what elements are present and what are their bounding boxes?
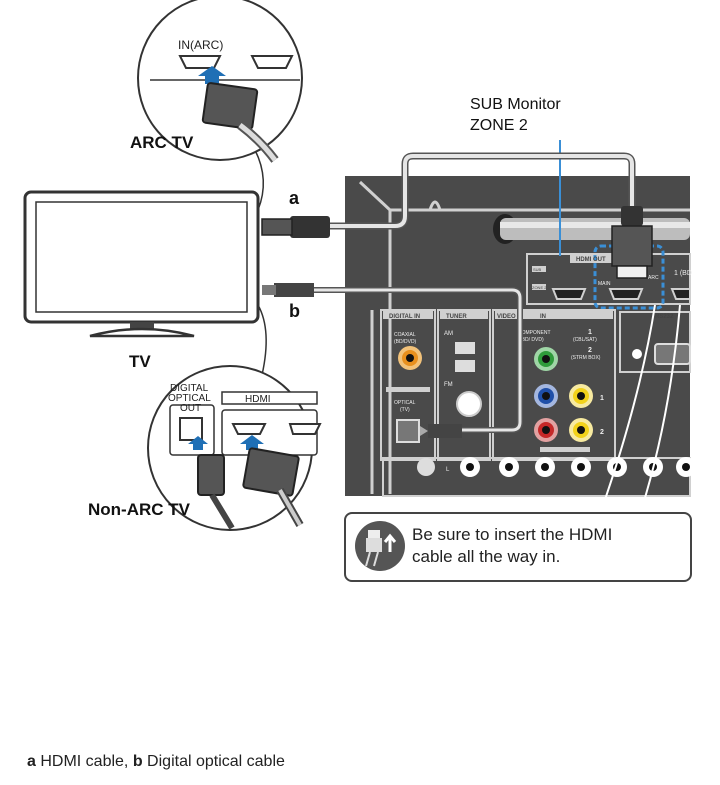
label-am: AM <box>444 331 453 337</box>
label-input-2: 2 <box>588 347 592 354</box>
label-fm: FM <box>444 382 453 388</box>
label-zone2: ZONE 2 <box>532 285 547 290</box>
arc-tv-title: ARC TV <box>130 133 194 152</box>
label-coaxial-sub: (BD/DVD) <box>394 339 417 345</box>
label-arc: ARC <box>648 275 659 281</box>
insert-arrow-icon <box>198 66 226 84</box>
label-rs232: RS232 <box>655 314 674 320</box>
rca-jack-row <box>382 457 696 497</box>
tv-label: TV <box>129 352 151 371</box>
insert-arrow-icon <box>188 436 208 450</box>
label-strm-box: (STRM BOX) <box>571 355 601 361</box>
note-line-2: cable all the way in. <box>412 547 561 566</box>
label-in: IN <box>540 314 546 320</box>
figure-caption: a HDMI cable, b Digital optical cable <box>27 753 285 771</box>
cable-marker-b: b <box>289 301 300 321</box>
label-coaxial: COAXIAL <box>394 332 416 338</box>
label-optical: OPTICAL <box>394 400 416 406</box>
label-bd: 1 (BD <box>674 270 692 277</box>
label-l: L <box>446 467 450 473</box>
video-in-section <box>492 309 616 461</box>
connection-diagram: DIGITAL IN TUNER VIDEO IN COAXIAL (BD/DV… <box>23 0 696 531</box>
wifi-antenna <box>493 214 690 244</box>
note-line-1: Be sure to insert the HDMI <box>412 525 613 544</box>
sub-monitor-label: SUB Monitor ZONE 2 <box>470 94 561 136</box>
non-arc-tv-title: Non-ARC TV <box>88 500 190 519</box>
sub-monitor-line1: SUB Monitor <box>470 96 561 113</box>
label-hdmi-out: HDMI OUT <box>576 257 606 263</box>
optical-out-label-3: OUT <box>180 403 201 414</box>
label-optical-sub: (TV) <box>400 407 410 413</box>
label-input-1: 1 <box>588 329 592 336</box>
insertion-note: Be sure to insert the HDMI cable all the… <box>344 512 692 582</box>
label-component-sub: (BD/ DVD) <box>520 337 544 343</box>
optical-out-label-1: DIGITAL <box>170 383 209 394</box>
tv-illustration <box>23 190 260 338</box>
label-component: COMPONENT <box>518 330 551 336</box>
optical-cable-b <box>262 283 523 438</box>
digital-in-section <box>380 309 436 461</box>
caption-text-b: Digital optical cable <box>142 753 285 770</box>
label-video: VIDEO <box>497 314 516 320</box>
label-comp-2: 2 <box>600 429 604 436</box>
rs232-port <box>619 311 691 373</box>
label-digital-in: DIGITAL IN <box>389 314 420 320</box>
sub-monitor-line2: ZONE 2 <box>470 117 528 134</box>
hdmi-cable-a <box>261 152 653 279</box>
label-main: MAIN <box>598 281 611 287</box>
label-tuner: TUNER <box>446 314 467 320</box>
hdmi-insert-icon <box>355 521 405 571</box>
caption-text-a: HDMI cable, <box>35 753 133 770</box>
hdmi-port-label: HDMI <box>245 394 271 405</box>
caption-key-a: a <box>27 753 36 770</box>
cable-marker-a: a <box>289 188 300 208</box>
label-sub: SUB <box>533 267 542 272</box>
caption-key-b: b <box>132 753 143 770</box>
arc-port-label: IN(ARC) <box>178 38 223 52</box>
optical-out-label-2: OPTICAL <box>168 393 211 404</box>
arc-tv-detail <box>137 0 303 163</box>
non-arc-tv-detail <box>147 365 322 531</box>
label-comp-1: 1 <box>600 395 604 402</box>
label-cbl-sat: (CBL/SAT) <box>573 337 597 343</box>
insert-arrow-icon <box>240 435 264 450</box>
